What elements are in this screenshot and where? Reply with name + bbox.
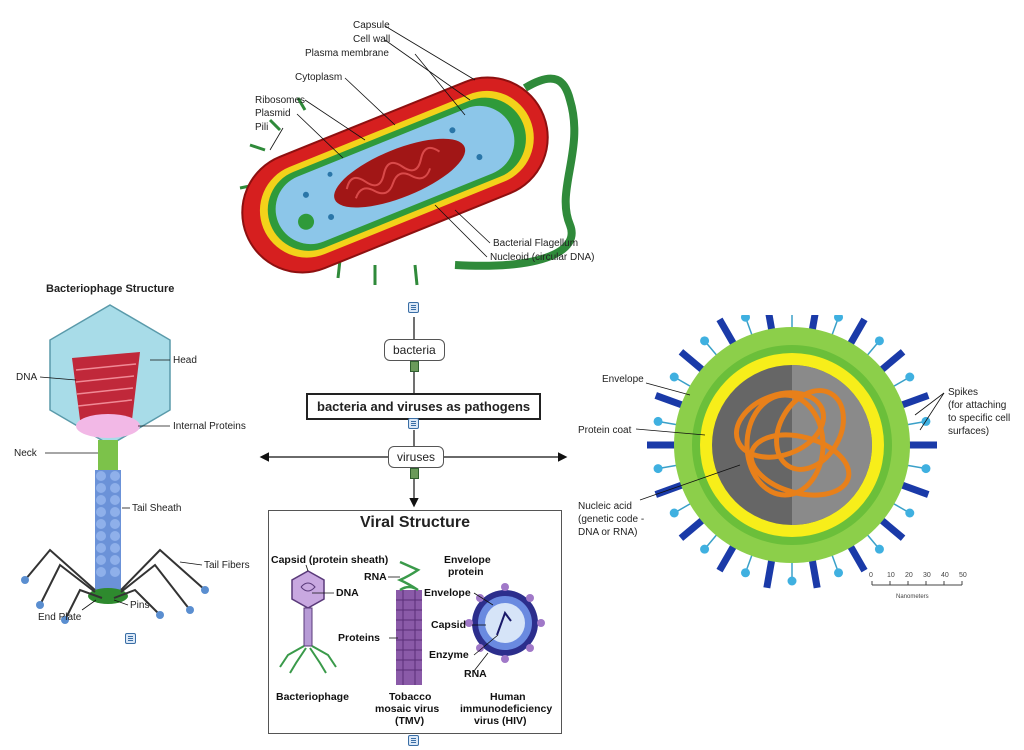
- label-pili: Pili: [255, 122, 268, 133]
- scale-ticks: 0 10 20 30 40 50: [869, 572, 967, 585]
- vs-caption-tmv-3: (TMV): [395, 715, 424, 727]
- label-envelope: Envelope: [602, 374, 644, 385]
- end-plate: [88, 588, 128, 604]
- vs-caption-tmv-1: Tobacco: [389, 691, 431, 703]
- spike-head: [740, 315, 750, 322]
- node-bacteria[interactable]: bacteria: [384, 339, 445, 361]
- phage-dna: [72, 352, 140, 420]
- spike-head: [787, 576, 797, 586]
- vs-phage-capsid: [291, 570, 325, 609]
- vs-label-rna: RNA: [364, 571, 387, 583]
- nucleic-acid: [733, 388, 852, 498]
- label-ribosomes: Ribosomes: [255, 95, 305, 106]
- node-root[interactable]: bacteria and viruses as pathogens: [306, 393, 542, 420]
- vs-label-rna-hiv: RNA: [464, 668, 487, 680]
- ribosome: [302, 191, 309, 198]
- spike-head: [653, 464, 663, 474]
- spike-head: [700, 544, 710, 554]
- video-icon-bacteria[interactable]: [410, 361, 419, 372]
- label-dna: DNA: [16, 372, 37, 383]
- tail-fibers: [24, 548, 206, 621]
- flagellum: [454, 74, 579, 270]
- spike-head: [834, 315, 844, 322]
- spike-head: [921, 464, 931, 474]
- vs-caption-hiv-1: Human: [490, 691, 526, 703]
- viral-structure-diagram: Capsid (protein sheath) DNA Proteins RNA…: [271, 554, 552, 727]
- scale-tick-label: 10: [887, 572, 895, 579]
- label-cytoplasm: Cytoplasm: [295, 72, 342, 83]
- phage-neck: [98, 440, 118, 470]
- vs-label-proteins: Proteins: [338, 632, 380, 644]
- label-nucleic-acid-2: (genetic code -: [578, 514, 644, 525]
- resource-icon-viral-structure[interactable]: [408, 735, 419, 746]
- label-nucleic-acid-3: DNA or RNA): [578, 527, 637, 538]
- label-head: Head: [173, 355, 197, 366]
- label-flagellum: Bacterial Flagellum: [493, 238, 578, 249]
- spike-head: [834, 568, 844, 578]
- resource-icon-phage[interactable]: [125, 633, 136, 644]
- node-viruses[interactable]: viruses: [388, 446, 445, 468]
- internal-proteins: [76, 414, 140, 438]
- scale-tick-label: 30: [923, 572, 931, 579]
- label-spikes-1: Spikes: [948, 387, 978, 398]
- spike-head: [669, 372, 679, 382]
- label-plasmid: Plasmid: [255, 108, 291, 119]
- vs-label-dna: DNA: [336, 587, 359, 599]
- label-internal-proteins: Internal Proteins: [173, 421, 246, 432]
- phage-title: Bacteriophage Structure: [46, 283, 175, 295]
- label-nucleic-acid-1: Nucleic acid: [578, 501, 632, 512]
- vs-label-capsid: Capsid (protein sheath): [271, 554, 388, 566]
- label-neck: Neck: [14, 448, 38, 459]
- scale-unit: Nanometers: [896, 594, 929, 600]
- label-end-plate: End Plate: [38, 612, 82, 623]
- label-tail-sheath: Tail Sheath: [132, 503, 181, 514]
- spike-head: [874, 544, 884, 554]
- scale-tick-label: 50: [959, 572, 967, 579]
- spike-head: [740, 568, 750, 578]
- vs-caption-hiv-3: virus (HIV): [474, 715, 527, 727]
- video-icon-viruses[interactable]: [410, 468, 419, 479]
- viral-structure-title: Viral Structure: [360, 514, 470, 531]
- vs-label-enzyme: Enzyme: [429, 649, 469, 661]
- vs-caption-hiv-2: immunodeficiency: [460, 703, 552, 715]
- scale-tick-label: 0: [869, 572, 873, 579]
- vs-tmv-rod: [396, 590, 422, 685]
- label-protein-coat: Protein coat: [578, 425, 632, 436]
- resource-icon-bacterium[interactable]: [408, 302, 419, 313]
- spike-head: [905, 508, 915, 518]
- concept-map-icon[interactable]: [408, 418, 419, 429]
- bacterium-diagram: Capsule Cell wall Plasma membrane Cytopl…: [239, 20, 594, 286]
- spike-head: [905, 372, 915, 382]
- vs-label-envelope-protein-2: protein: [448, 566, 484, 578]
- vs-caption-bacteriophage: Bacteriophage: [276, 691, 349, 703]
- plasmid: [298, 213, 315, 230]
- spike-head: [653, 416, 663, 426]
- label-pins: Pins: [130, 600, 149, 611]
- label-cell-wall: Cell wall: [353, 34, 390, 45]
- spike-head: [669, 508, 679, 518]
- label-capsule: Capsule: [353, 20, 390, 31]
- label-tail-fibers: Tail Fibers: [204, 560, 250, 571]
- vs-hiv-capsid: [485, 603, 525, 643]
- vs-label-envelope: Envelope: [424, 587, 471, 599]
- bacteriophage-diagram: Head DNA Internal Proteins Neck Tail She…: [14, 304, 250, 624]
- label-spikes-3: to specific cell: [948, 413, 1010, 424]
- spike-head: [700, 336, 710, 346]
- scale-tick-label: 20: [905, 572, 913, 579]
- label-spikes-2: (for attaching: [948, 400, 1006, 411]
- vs-label-envelope-protein-1: Envelope: [444, 554, 491, 566]
- label-spikes-4: surfaces): [948, 426, 989, 437]
- vs-caption-tmv-2: mosaic virus: [375, 703, 439, 715]
- virus-cross-section: Envelope Protein coat Nucleic acid (gene…: [578, 315, 1010, 600]
- label-nucleoid: Nucleoid (circular DNA): [490, 252, 594, 263]
- label-plasma-membrane: Plasma membrane: [305, 48, 389, 59]
- spike-head: [874, 336, 884, 346]
- scale-tick-label: 40: [941, 572, 949, 579]
- vs-label-capsid-hiv: Capsid: [431, 619, 466, 631]
